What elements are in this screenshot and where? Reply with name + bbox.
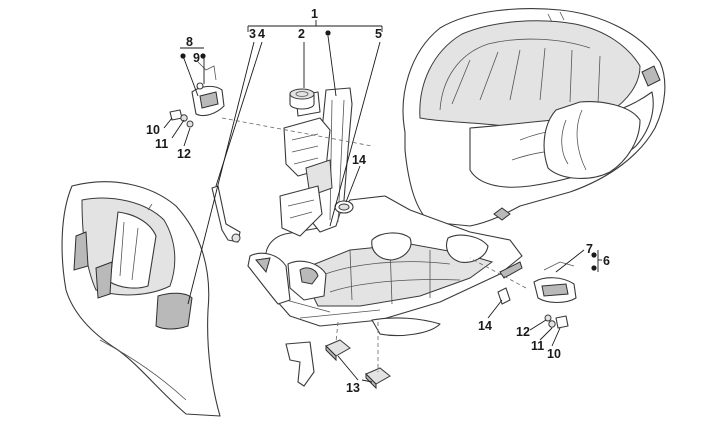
front-leg-shield — [61, 181, 221, 417]
callout-11-left: 11 — [155, 137, 168, 151]
screw-set-right — [544, 314, 569, 329]
callout-4: 4 — [258, 27, 265, 41]
callout-13: 13 — [346, 381, 360, 395]
callout-12-left: 12 — [177, 147, 191, 161]
rear-body-panel — [402, 8, 666, 227]
bushing-part — [289, 88, 315, 110]
callout-8: 8 — [186, 35, 193, 49]
callout-labels: 1 2 3 4 5 6 7 8 9 10 11 12 10 11 12 13 1… — [146, 7, 610, 395]
rubber-pad-part — [325, 339, 391, 390]
callout-5: 5 — [375, 27, 382, 41]
callout-12-right: 12 — [516, 325, 530, 339]
callout-7: 7 — [586, 242, 593, 256]
callout-10-right: 10 — [547, 347, 561, 361]
steering-column — [279, 87, 353, 237]
screw-set-left — [169, 109, 194, 128]
clip-part — [497, 287, 511, 305]
assembly-lines — [221, 117, 527, 372]
latch-bracket-right — [533, 252, 597, 304]
cable-clip-part — [211, 185, 241, 243]
grommet-part — [334, 200, 354, 214]
callout-6: 6 — [603, 254, 610, 268]
callout-10-left: 10 — [146, 123, 160, 137]
latch-bracket-left — [180, 53, 225, 117]
callout-1: 1 — [311, 7, 318, 21]
callout-3: 3 — [249, 27, 256, 41]
callout-11-right: 11 — [531, 339, 544, 353]
leader-lines — [163, 20, 602, 383]
front-lower-fairing — [247, 252, 327, 305]
lower-bracket-part — [285, 341, 315, 387]
callout-9: 9 — [193, 51, 200, 65]
callout-14-right: 14 — [478, 319, 492, 333]
callout-14-center: 14 — [352, 153, 366, 167]
callout-2: 2 — [298, 27, 305, 41]
